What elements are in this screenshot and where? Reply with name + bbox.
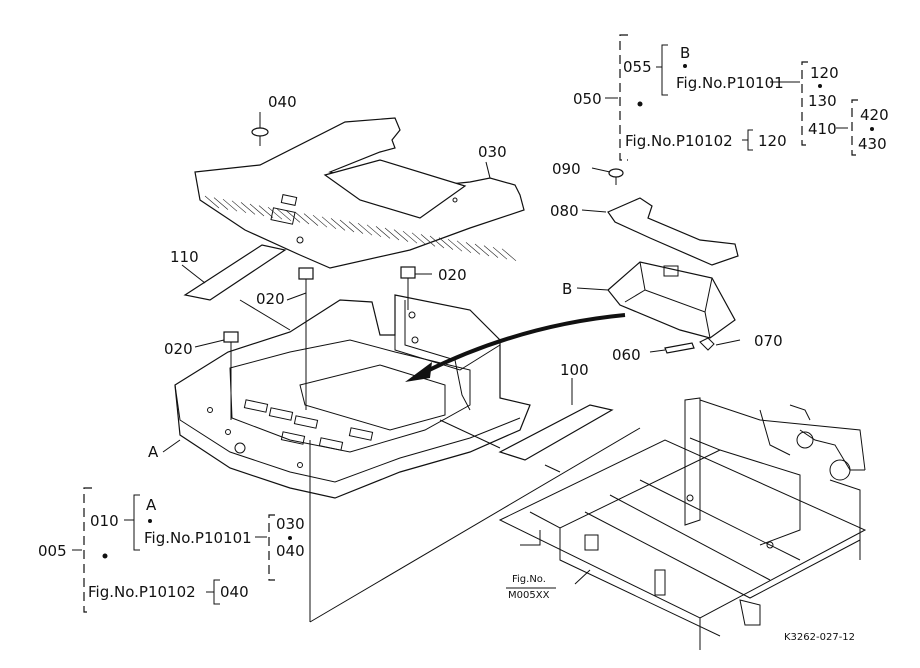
label-110: 110 [170,248,199,266]
clip-090 [608,168,624,185]
clip-070 [699,337,715,351]
drawing-code: K3262-027-12 [784,632,855,643]
machine-frame [498,397,867,650]
tree-005 [72,487,292,613]
label-130: 130 [808,92,837,110]
fig-p10102-top: Fig.No.P10102 [625,132,733,150]
assembly-arrow [405,313,626,382]
label-020-b: 020 [256,290,285,308]
label-430: 430 [858,135,887,153]
label-100: 100 [560,361,589,379]
fig-p10101-top: Fig.No.P10101 [676,74,784,92]
tree-050 [605,34,874,161]
floor-base-a [174,294,531,499]
clip-040 [251,127,269,146]
label-090: 090 [552,160,581,178]
leader-lines [162,112,666,623]
bolt-020-b [298,267,314,293]
mat-100 [498,404,614,461]
label-420: 420 [860,106,889,124]
label-005: 005 [38,542,67,560]
label-410: 410 [808,120,837,138]
pin-060 [664,342,695,354]
fig-p10101-bot: Fig.No.P10101 [144,529,252,547]
label-040-b: 040 [276,542,305,560]
label-070: 070 [754,332,783,350]
fig-no-label: Fig.No. [512,574,546,585]
cover-080 [607,197,739,266]
label-b-top: B [680,44,690,62]
mat-110 [183,244,287,301]
label-020-c: 020 [438,266,467,284]
bolt-020-a [223,331,239,356]
label-020-a: 020 [164,340,193,358]
label-050: 050 [573,90,602,108]
label-a: A [148,443,159,461]
box-b [607,261,736,339]
label-a-tree: A [146,496,157,514]
label-040-c: 040 [220,583,249,601]
label-040-top: 040 [268,93,297,111]
label-b-side: B [562,280,572,298]
label-030: 030 [478,143,507,161]
label-120-a: 120 [810,64,839,82]
label-010: 010 [90,512,119,530]
label-080: 080 [550,202,579,220]
floor-mat-030 [194,117,525,269]
bolt-020-c [400,266,416,292]
label-060: 060 [612,346,641,364]
fig-m005xx: M005XX [508,590,550,601]
label-030-b: 030 [276,515,305,533]
fig-p10102-bot: Fig.No.P10102 [88,583,196,601]
label-120-b: 120 [758,132,787,150]
label-055: 055 [623,58,652,76]
